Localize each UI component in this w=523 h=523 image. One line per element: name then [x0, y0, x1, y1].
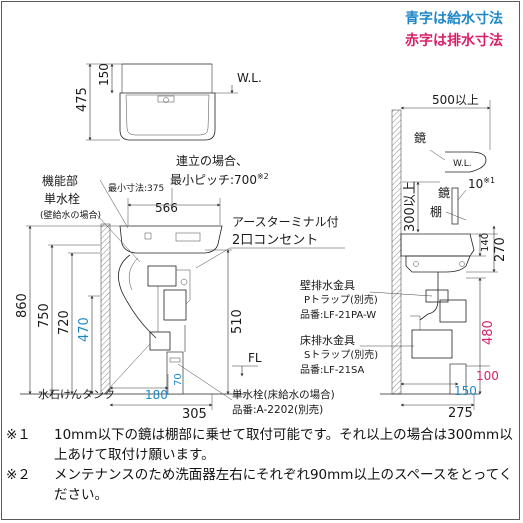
note-1-text: 10mm以下の鏡は棚部に乗せて取付可能です。それ以上の場合は300mm以上あけて…: [54, 427, 513, 463]
front-earth-2: 2口コンセント: [232, 233, 318, 248]
front-earth-1: アースターミナル付: [232, 215, 339, 229]
front-fl-label: FL: [248, 351, 262, 365]
side-dim-480: 480: [481, 320, 496, 345]
front-renritsu-2-group: 最小ピッチ:700※2: [170, 172, 269, 187]
note-2: ※２ メンテナンスのため洗面器左右にそれぞれ90mm以上のスペースをとってくださ…: [6, 465, 516, 505]
side-strap: Sトラップ(別売): [304, 348, 378, 361]
top-view: 150 475 W.L.: [75, 63, 262, 141]
top-wl-label: W.L.: [237, 71, 262, 85]
side-floor-drain: 床排水金具: [300, 333, 355, 347]
front-dim-860: 860: [15, 293, 30, 318]
front-dim-305: 305: [182, 407, 207, 422]
front-mizuishi: 水石けんタンク: [38, 388, 115, 401]
front-renritsu-1: 連立の場合、: [176, 153, 248, 168]
legend-drain: 赤字は排水寸法: [405, 33, 503, 49]
side-dim-10-note: ※1: [483, 176, 495, 185]
legend-supply: 青字は給水寸法: [405, 11, 503, 27]
side-wl: W.L.: [453, 159, 472, 169]
top-dim-475: 475: [75, 87, 90, 112]
front-dim-470: 470: [77, 317, 92, 342]
side-view: 500以上 鏡 W.L. 300以上 鏡 棚 10※1 140 270 48: [300, 93, 508, 421]
side-dim-500: 500以上: [432, 93, 479, 107]
front-floor-faucet-1: 単水栓(床給水の場合): [232, 388, 335, 401]
side-dim-150: 150: [454, 384, 477, 398]
front-dim-180: 180: [145, 388, 168, 402]
front-dim-720: 720: [57, 310, 72, 335]
note-1-mark: ※１: [6, 427, 31, 443]
side-strap-no: 品番:LF-21SA: [300, 364, 365, 376]
front-dim-510: 510: [230, 309, 245, 334]
side-wall-drain: 壁排水金具: [300, 278, 355, 292]
side-dim-300: 300以上: [403, 181, 418, 232]
front-view: 566 860 750 720 470 510 FL: [15, 153, 345, 422]
notes: ※１ 10mm以下の鏡は棚部に乗せて取付可能です。それ以上の場合は300mm以上…: [6, 425, 516, 505]
front-dim-750: 750: [37, 303, 52, 328]
side-dim-270: 270: [493, 237, 508, 262]
side-dim-100: 100: [476, 369, 499, 383]
note-1: ※１ 10mm以下の鏡は棚部に乗せて取付可能です。それ以上の場合は300mm以上…: [6, 425, 516, 465]
side-kagami2: 鏡: [438, 185, 450, 200]
side-ptrap: Pトラップ(別売): [304, 293, 378, 306]
legend: 青字は給水寸法 赤字は排水寸法: [405, 8, 503, 52]
front-renritsu-note: ※2: [257, 172, 269, 181]
front-tansuisen: 単水栓: [44, 191, 80, 206]
side-dim-10-group: 10※1: [468, 176, 495, 191]
side-ptrap-no: 品番:LF-21PA-W: [300, 309, 376, 321]
front-floor-faucet-2: 品番:A-2202(別売): [232, 403, 323, 416]
side-dim-10: 10: [468, 177, 483, 191]
front-min-size: 最小寸法:375: [108, 182, 164, 194]
front-tansuisen-sub: (壁給水の場合): [40, 209, 101, 221]
front-dim-566: 566: [155, 201, 178, 215]
side-dim-275: 275: [448, 406, 473, 421]
side-kagami: 鏡: [414, 130, 426, 145]
side-tana: 棚: [430, 204, 442, 219]
note-2-mark: ※２: [6, 467, 31, 483]
top-dim-150: 150: [97, 63, 111, 86]
front-kinoubu: 機能部: [42, 173, 78, 188]
front-renritsu-2: 最小ピッチ:700: [170, 173, 257, 187]
note-2-text: メンテナンスのため洗面器左右にそれぞれ90mm以上のスペースをとってください。: [54, 467, 513, 503]
side-dim-140: 140: [480, 233, 491, 252]
front-dim-70: 70: [173, 373, 184, 386]
